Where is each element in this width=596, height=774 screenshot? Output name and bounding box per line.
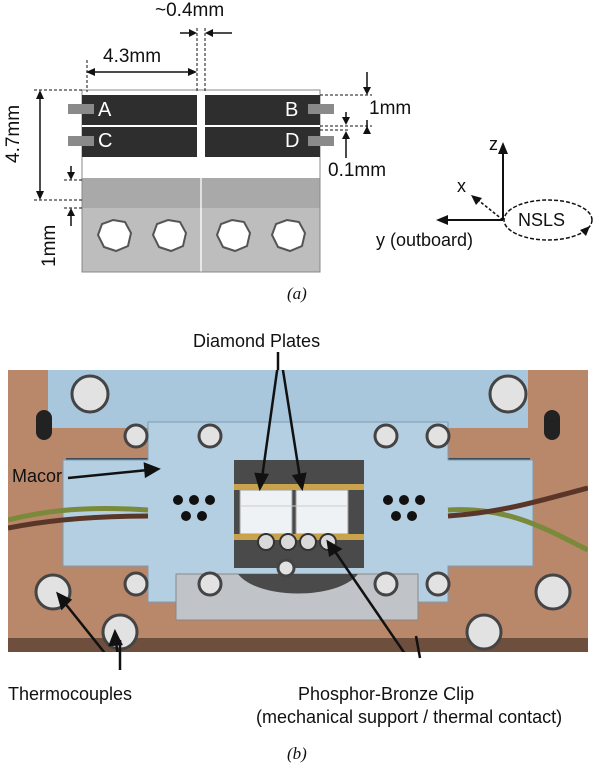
width-dimension-label: 4.3mm (103, 46, 162, 67)
caption-a: (a) (287, 284, 307, 303)
panel-a-drawing (34, 28, 593, 273)
detector-b-label: B (285, 99, 299, 121)
bottom-dimension-label: 1mm (39, 224, 60, 267)
height-dimension-label: 4.7mm (3, 104, 24, 163)
clip-label-line1: Phosphor-Bronze Clip (298, 684, 475, 704)
strip-dimension-label: 1mm (369, 98, 412, 119)
clip-label-line2: (mechanical support / thermal contact) (256, 707, 563, 727)
panel-b-photo (8, 370, 588, 652)
caption-b: (b) (287, 744, 307, 763)
axis-z-label: z (489, 134, 498, 154)
axis-y-label: y (outboard) (376, 230, 474, 250)
annotation-leaders (118, 352, 422, 670)
gap-dimension-label: ~0.4mm (155, 0, 225, 21)
detector-c-label: C (98, 130, 113, 152)
spacing-dimension-label: 0.1mm (328, 160, 387, 181)
thermocouples-label: Thermocouples (8, 684, 133, 704)
diamond-plates-label: Diamond Plates (193, 331, 321, 351)
detector-d-label: D (285, 130, 300, 152)
axis-x-label: x (457, 176, 466, 196)
nsls-ring-label: NSLS (518, 210, 566, 230)
coordinate-axes (436, 142, 593, 241)
macor-label: Macor (12, 466, 63, 486)
mount-holes (96, 218, 307, 253)
detector-a-label: A (98, 99, 112, 121)
